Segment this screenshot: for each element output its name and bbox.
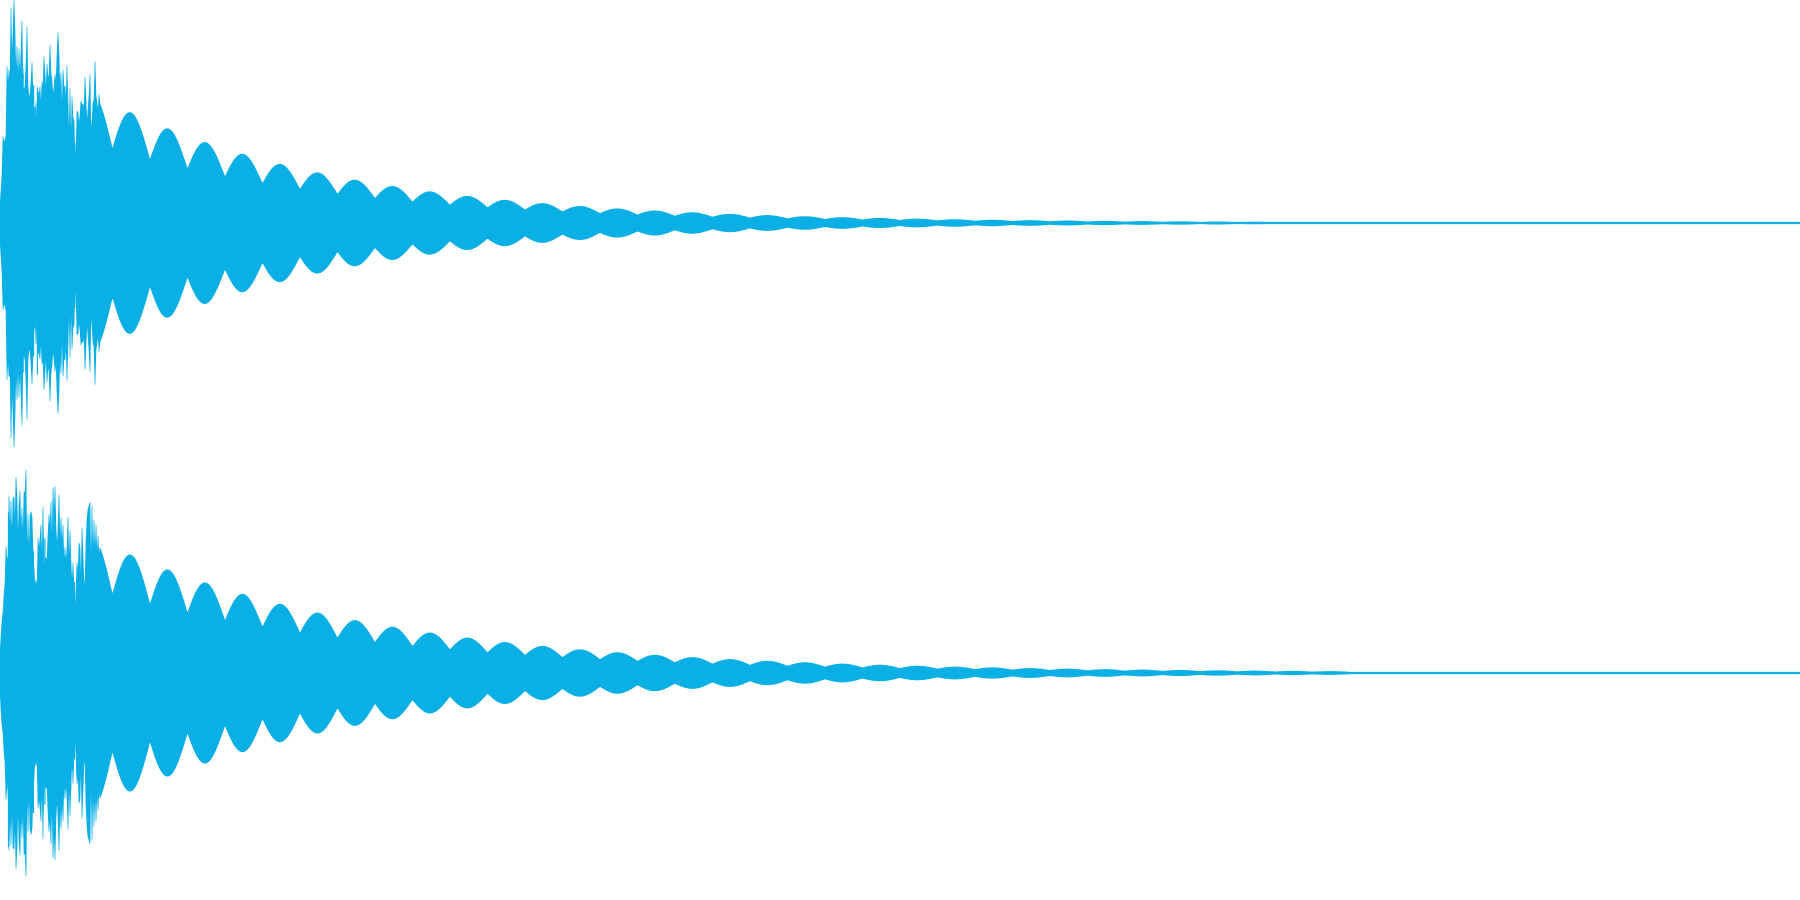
channel-1-waveform[interactable]	[0, 0, 1800, 448]
channel-2-waveform[interactable]	[0, 469, 1800, 877]
channel-1-envelope	[0, 0, 1800, 448]
